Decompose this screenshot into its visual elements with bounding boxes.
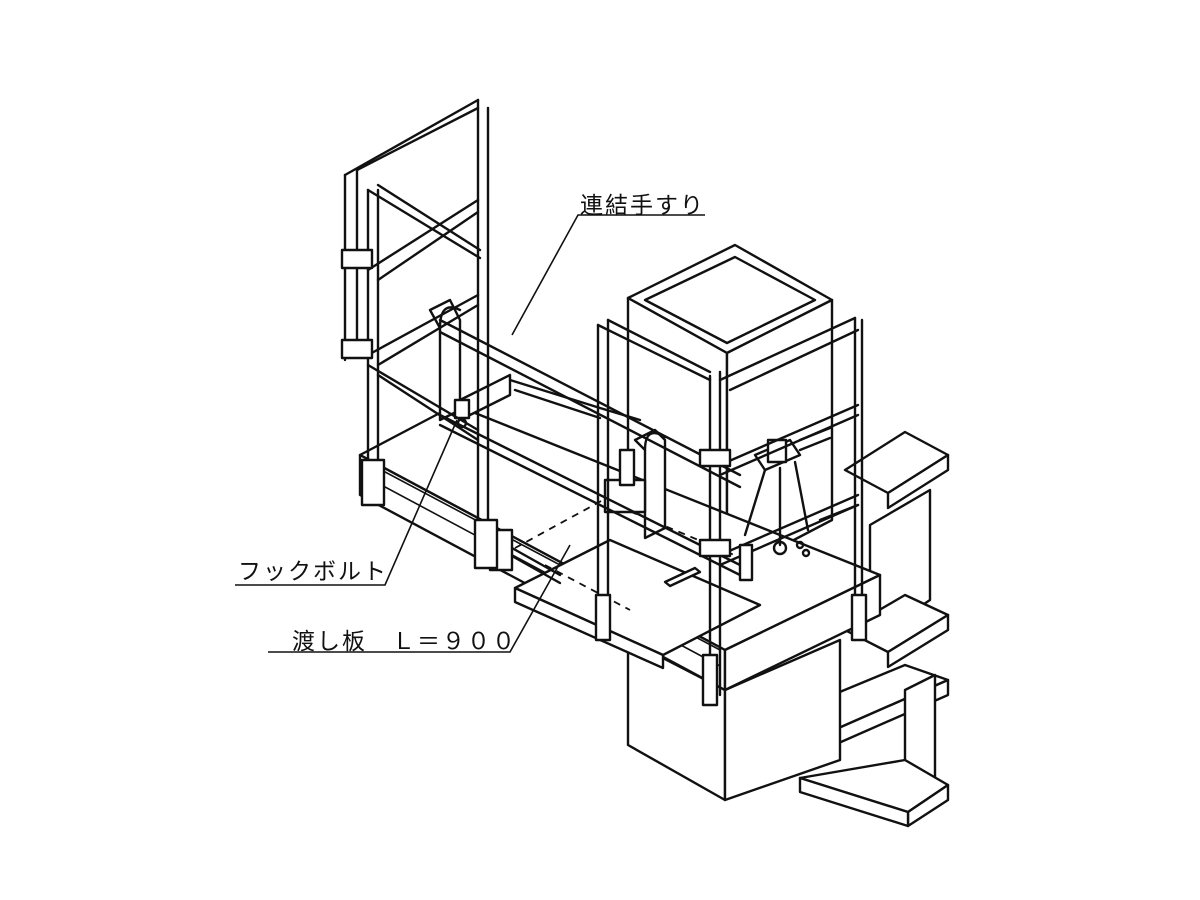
label-connecting-handrail: 連結手すり bbox=[580, 193, 705, 219]
right-handrail bbox=[594, 316, 868, 707]
hanger-plates bbox=[428, 298, 667, 540]
label-bridge-plate: 渡し板 Ｌ＝９００ bbox=[292, 629, 517, 655]
left-handrail bbox=[340, 98, 499, 570]
bridge-plate bbox=[488, 499, 762, 670]
leader-lines bbox=[235, 214, 705, 653]
label-hook-bolt: フックボルト bbox=[238, 559, 388, 585]
connecting-handrail bbox=[438, 318, 742, 577]
